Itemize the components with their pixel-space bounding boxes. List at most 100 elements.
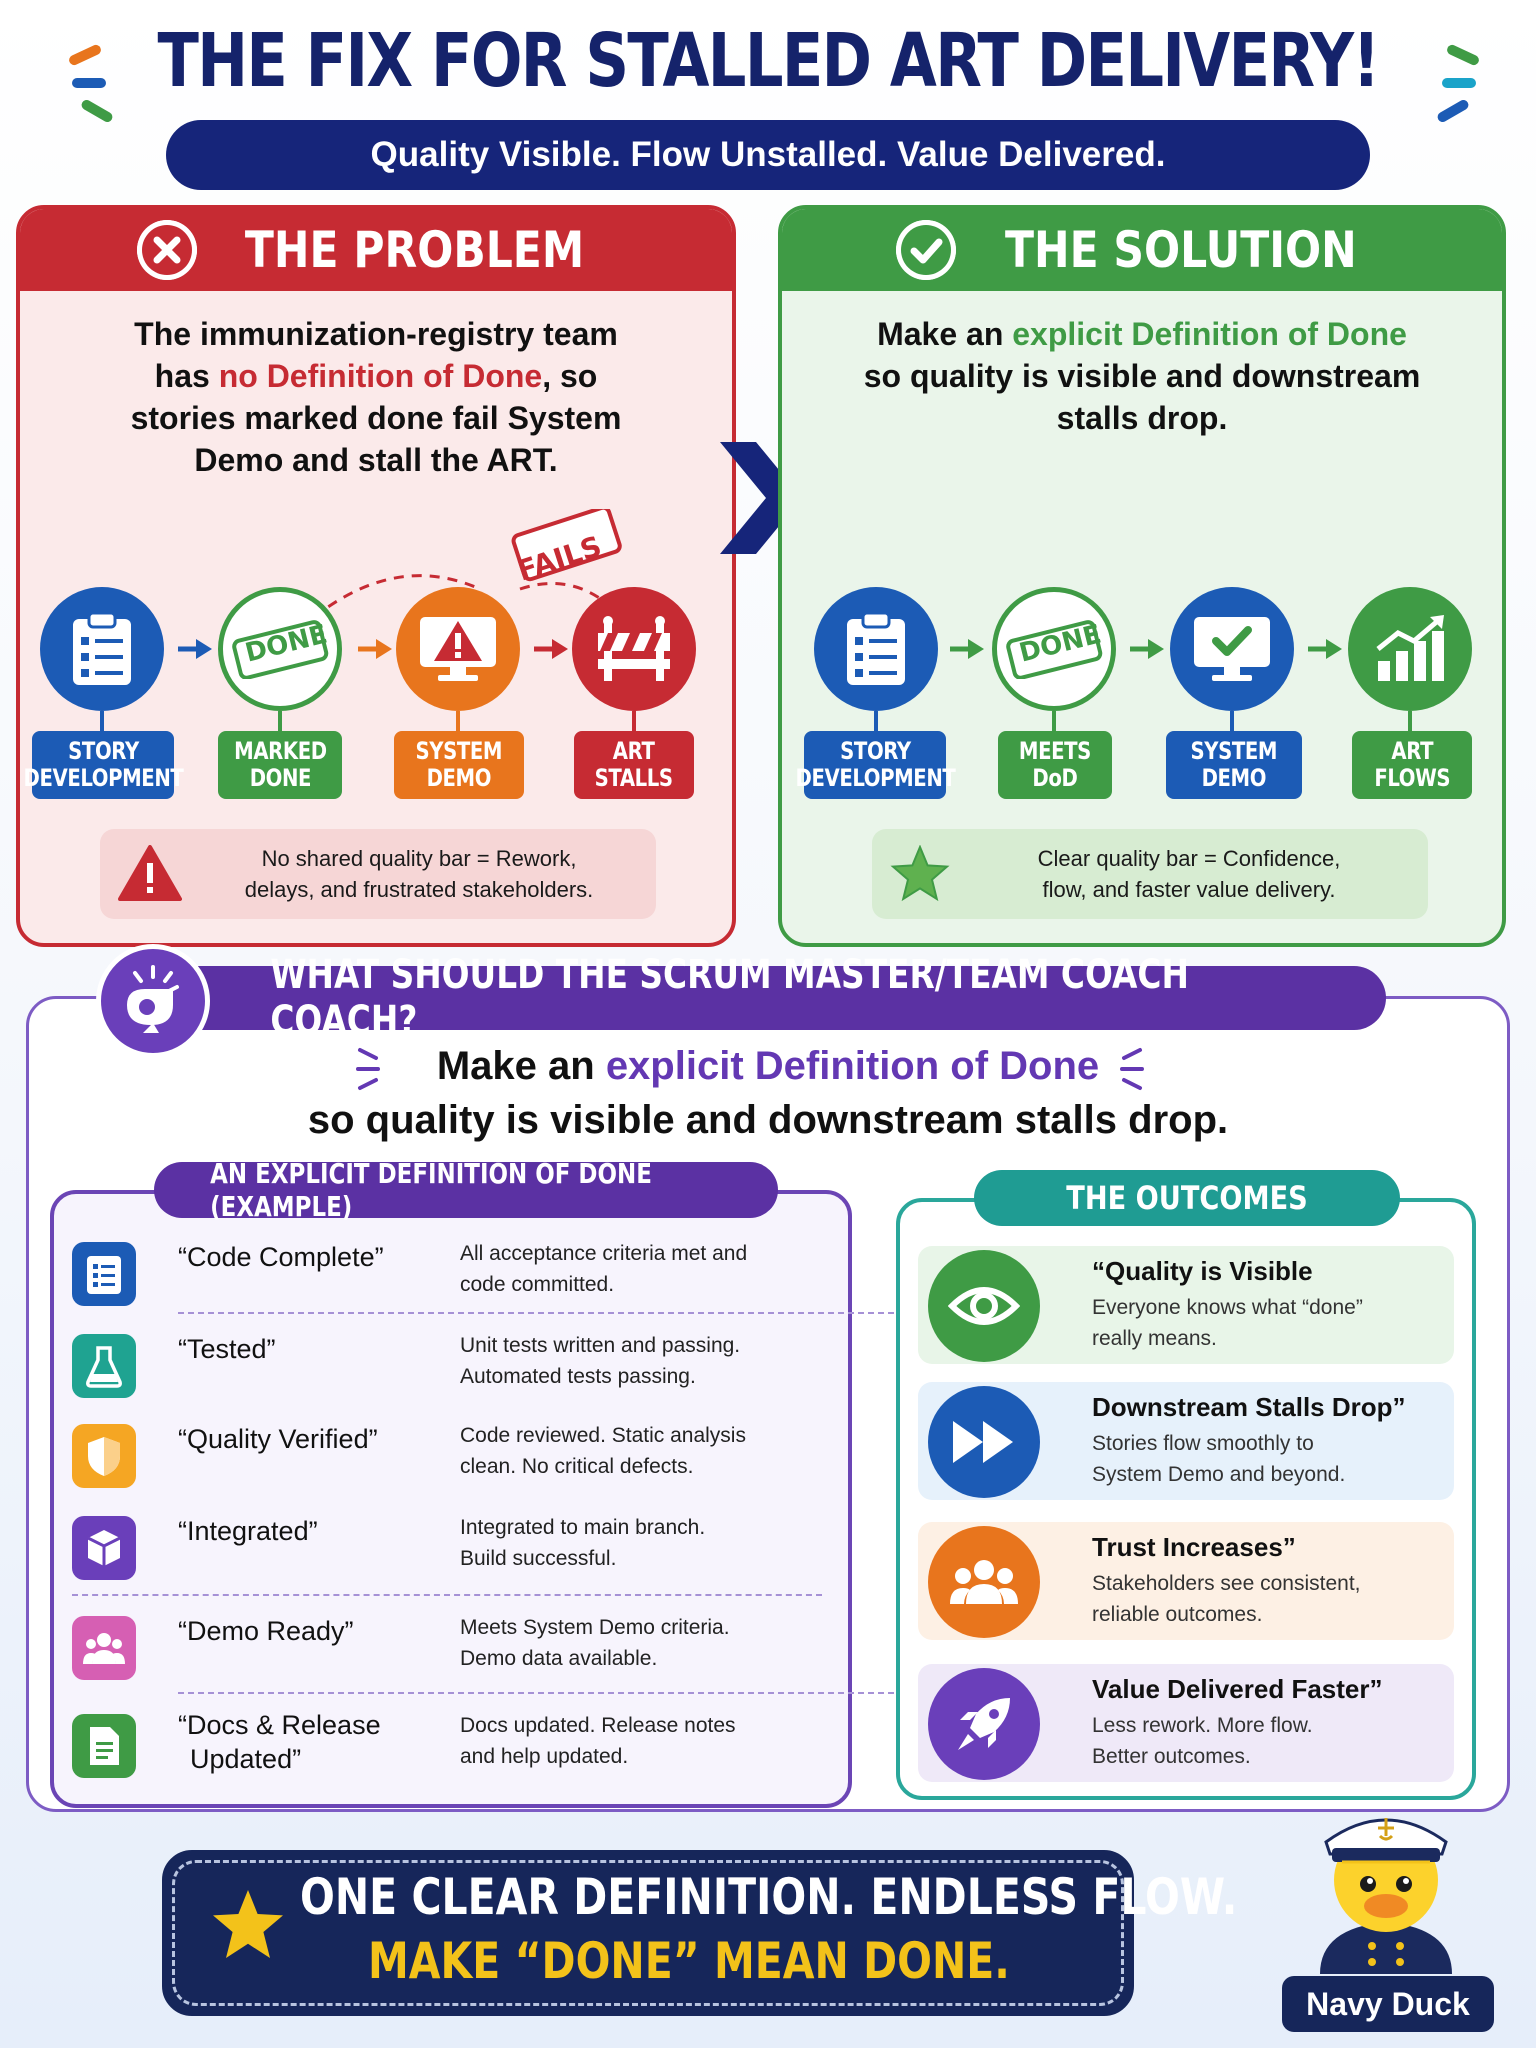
x-circle-icon [137, 220, 198, 280]
stem [1408, 711, 1412, 733]
meets-dod-step [992, 587, 1116, 711]
footer-tagline: MAKE “DONE” MEAN DONE. [368, 1932, 1010, 1990]
outcome-heading: Trust Increases” [1092, 1532, 1296, 1562]
spark-cyan-right [1442, 78, 1476, 88]
step-label-art-stalls: ART STALLS [574, 731, 694, 799]
outcome-detail: Stakeholders see consistent,reliable out… [1092, 1572, 1361, 1626]
divider [178, 1312, 894, 1314]
warning-icon [118, 845, 182, 901]
stem [100, 711, 104, 733]
dod-item-name: “Tested” [178, 1334, 276, 1364]
art-flows-step [1348, 587, 1472, 711]
solution-note-text: Clear quality bar = Confidence,flow, and… [1037, 846, 1341, 902]
coach-whistle-icon [96, 944, 210, 1058]
star-icon [213, 1890, 283, 1958]
check-circle-icon [896, 220, 957, 280]
outcome-detail: Less rework. More flow.Better outcomes. [1092, 1714, 1313, 1768]
page-title: THE FIX FOR STALLED ART DELIVERY! [157, 18, 1380, 104]
stem [278, 711, 282, 733]
arrow-right-icon [358, 639, 392, 659]
subtitle-banner: Quality Visible. Flow Unstalled. Value D… [166, 120, 1370, 190]
step-label-meets-dod: MEETS DoD [998, 731, 1112, 799]
step-label-system-demo: SYSTEM DEMO [394, 731, 524, 799]
outcome-detail: Everyone knows what “done”really means. [1092, 1296, 1363, 1350]
dod-item-name: “Integrated” [178, 1516, 318, 1546]
dod-item-name: “Code Complete” [178, 1242, 384, 1272]
solution-note: Clear quality bar = Confidence,flow, and… [872, 829, 1428, 919]
dod-title: AN EXPLICIT DEFINITION OF DONE (EXAMPLE) [154, 1157, 778, 1223]
divider [72, 1594, 822, 1596]
arrow-right-icon [178, 639, 212, 659]
clipboard-icon [847, 611, 905, 685]
story-development-step [40, 587, 164, 711]
eye-icon [928, 1250, 1040, 1362]
coach-statement-line2: so quality is visible and downstream sta… [307, 1098, 1229, 1142]
footer-banner [162, 1850, 1134, 2016]
arrow-right-icon [534, 639, 568, 659]
system-demo-step [1170, 587, 1294, 711]
system-demo-step [396, 587, 520, 711]
cube-icon [72, 1516, 136, 1580]
rocket-icon [928, 1668, 1040, 1780]
marked-done-step [218, 587, 342, 711]
solution-description: Make an explicit Definition of Done so q… [863, 316, 1421, 436]
coach-banner: WHAT SHOULD THE SCRUM MASTER/TEAM COACH … [160, 952, 1386, 1044]
outcome-quality-visible: “Quality is Visible Everyone knows what … [918, 1246, 1454, 1364]
outcome-heading: “Quality is Visible [1092, 1256, 1313, 1286]
spark-green-right [1445, 43, 1481, 67]
monitor-check-icon [1194, 617, 1270, 681]
step-label-story-development: STORY DEVELOPMENT [795, 731, 955, 799]
stem [632, 711, 636, 733]
arrow-right-icon [1130, 639, 1164, 659]
growth-chart-icon [1376, 615, 1444, 681]
problem-header: THE PROBLEM [20, 209, 732, 291]
stem [874, 711, 878, 733]
solution-header: THE SOLUTION [782, 209, 1502, 291]
problem-note-text: No shared quality bar = Rework,delays, a… [244, 846, 594, 902]
outcome-stalls-drop: Downstream Stalls Drop” Stories flow smo… [918, 1382, 1454, 1500]
outcome-value-faster: Value Delivered Faster” Less rework. Mor… [918, 1664, 1454, 1782]
coach-statement-line1: Make an explicit Definition of Done [436, 1044, 1100, 1088]
step-label-marked-done: MARKED DONE [218, 731, 342, 799]
outcome-heading: Value Delivered Faster” [1092, 1674, 1383, 1704]
footer-dashed-border [172, 1860, 1124, 2006]
monitor-alert-icon [420, 617, 496, 681]
spark-blue [72, 78, 106, 88]
outcome-trust-increases: Trust Increases” Stakeholders see consis… [918, 1522, 1454, 1640]
spark-blue-right [1435, 98, 1471, 124]
problem-panel: THE PROBLEM The immunization-registry te… [16, 205, 736, 947]
problem-description: The immunization-registry team has no De… [130, 316, 622, 478]
step-label-system-demo: SYSTEM DEMO [1166, 731, 1302, 799]
done-stamp-icon [232, 620, 329, 679]
outcome-heading: Downstream Stalls Drop” [1092, 1392, 1406, 1422]
fast-forward-icon [928, 1386, 1040, 1498]
brand-badge: Navy Duck [1282, 1976, 1494, 2032]
step-label-art-flows: ART FLOWS [1352, 731, 1472, 799]
arrow-right-icon [1308, 639, 1342, 659]
shield-icon [72, 1424, 136, 1488]
spark-green [79, 98, 115, 124]
step-label-story-development: STORY DEVELOPMENT [23, 731, 183, 799]
dod-item-desc: Unit tests written and passing.Automated… [460, 1334, 741, 1388]
dod-item-name: “Demo Ready” [178, 1616, 354, 1646]
story-development-step [814, 587, 938, 711]
dod-item-desc: Integrated to main branch.Build successf… [460, 1516, 706, 1570]
done-stamp-icon [1006, 620, 1103, 679]
flask-icon [72, 1334, 136, 1398]
art-stalls-step [572, 587, 696, 711]
document-icon [72, 1714, 136, 1778]
checklist-icon [72, 1242, 136, 1306]
solution-panel: THE SOLUTION Make an explicit Definition… [778, 205, 1506, 947]
dod-item-desc: Meets System Demo criteria.Demo data ava… [460, 1616, 730, 1670]
clipboard-icon [73, 611, 131, 685]
arrow-right-icon [950, 639, 984, 659]
solution-heading: THE SOLUTION [1005, 221, 1357, 279]
star-icon [890, 845, 950, 902]
footer-slogan: ONE CLEAR DEFINITION. ENDLESS FLOW. [300, 1868, 1238, 1926]
dod-item-name: “Quality Verified” [178, 1424, 378, 1454]
group-icon [928, 1526, 1040, 1638]
